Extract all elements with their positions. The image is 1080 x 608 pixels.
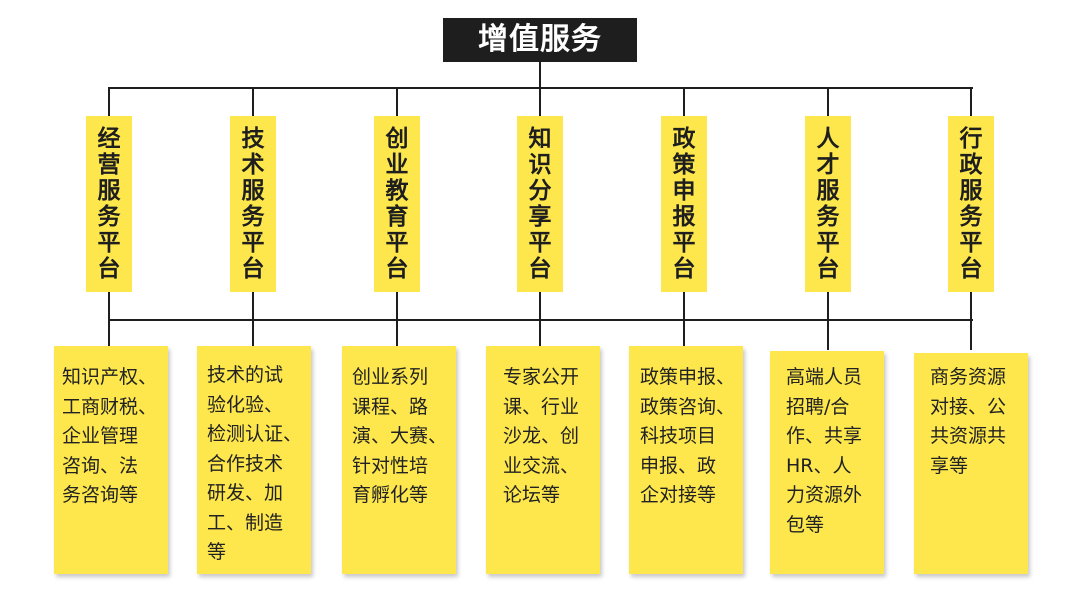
entrepreneurship-education-description: 创业系列 课程、路 演、大赛、 针对性培 育孵化等 (342, 346, 456, 574)
description-line: 知识产权、 (62, 366, 158, 388)
description-line: 验化验、 (207, 393, 284, 416)
description-line: 专家公开 (503, 366, 580, 388)
technical-services-platform: 技术服务平台 (230, 116, 276, 292)
description-line: 政策咨询、 (640, 395, 736, 418)
description-line: 政策申报、 (640, 366, 736, 388)
description-line: 高端人员 (786, 366, 863, 388)
knowledge-sharing-platform: 知识分享平台 (517, 116, 563, 292)
diagram-title: 增值服务 (443, 18, 637, 62)
talent-services-description: 高端人员 招聘/合 作、共享 HR、人 力资源外 包等 (770, 351, 884, 574)
description-line: 对接、公 (930, 395, 1007, 418)
platform-name: 政策申报平台 (672, 126, 696, 282)
business-services-description: 知识产权、 工商财税、 企业管理 咨询、法 务咨询等 (54, 346, 168, 574)
description-line: 享等 (930, 454, 969, 477)
platform-name: 技术服务平台 (241, 126, 265, 282)
description-line: 研发、加 (207, 482, 284, 504)
platform-name: 知识分享平台 (528, 126, 552, 282)
description-line: 业交流、 (503, 454, 580, 477)
description-line: 咨询、法 (62, 454, 139, 477)
description-line: 共资源共 (930, 425, 1007, 447)
description-line: 工商财税、 (62, 395, 158, 418)
description-line: 课程、路 (352, 395, 429, 418)
policy-application-platform: 政策申报平台 (661, 116, 707, 292)
description-line: 务咨询等 (62, 484, 139, 506)
talent-services-platform: 人才服务平台 (805, 116, 851, 292)
description-line: 育孵化等 (352, 484, 429, 506)
description-line: 等 (207, 541, 227, 563)
entrepreneurship-education-platform: 创业教育平台 (374, 116, 420, 292)
description-line: 课、行业 (503, 395, 580, 418)
description-line: 论坛等 (503, 484, 561, 506)
business-services-platform: 经营服务平台 (86, 116, 132, 292)
administrative-services-platform: 行政服务平台 (948, 116, 994, 292)
description-line: 技术的试 (207, 364, 284, 386)
description-line: 招聘/合 (786, 395, 850, 418)
platform-name: 行政服务平台 (959, 126, 983, 282)
description-line: 科技项目 (640, 425, 717, 447)
title-connector (539, 62, 541, 88)
description-line: 商务资源 (930, 366, 1007, 388)
description-line: 作、共享 (786, 425, 863, 447)
description-line: 沙龙、创 (503, 425, 580, 447)
description-line: 力资源外 (786, 484, 863, 506)
policy-application-description: 政策申报、 政策咨询、 科技项目 申报、政 企对接等 (629, 346, 743, 574)
platform-name: 人才服务平台 (816, 126, 840, 282)
description-line: 包等 (786, 513, 825, 536)
knowledge-sharing-description: 专家公开 课、行业 沙龙、创 业交流、 论坛等 (486, 346, 600, 574)
description-line: 申报、政 (640, 454, 717, 477)
description-line: HR、人 (786, 454, 852, 477)
description-line: 企对接等 (640, 484, 717, 506)
administrative-services-description: 商务资源 对接、公 共资源共 享等 (914, 353, 1028, 574)
description-line: 工、制造 (207, 511, 284, 534)
description-line: 创业系列 (352, 366, 429, 388)
description-line: 针对性培 (352, 454, 429, 477)
technical-services-description: 技术的试 验化验、 检测认证、 合作技术 研发、加 工、制造 等 (197, 346, 311, 574)
description-line: 企业管理 (62, 425, 139, 447)
platform-name: 经营服务平台 (97, 126, 121, 282)
description-line: 检测认证、 (207, 423, 303, 445)
platform-name: 创业教育平台 (385, 126, 409, 282)
description-line: 演、大赛、 (352, 425, 448, 447)
description-line: 合作技术 (207, 452, 284, 475)
